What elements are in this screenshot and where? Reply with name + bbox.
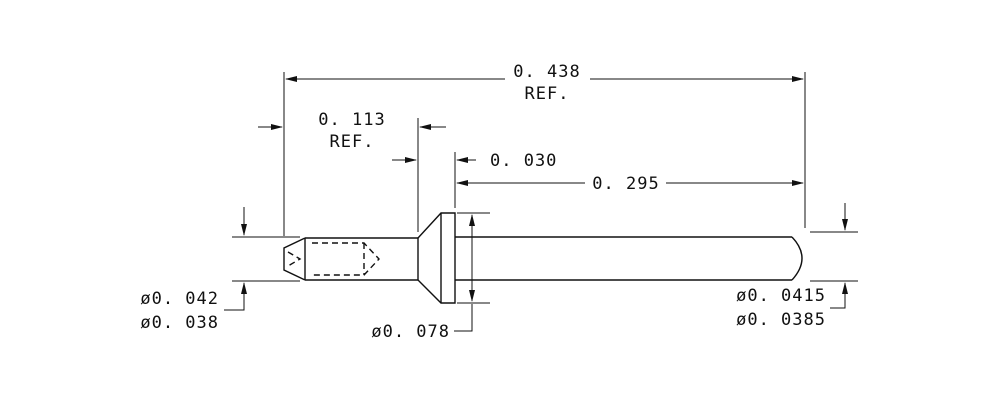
arrow-tail-left — [456, 180, 468, 186]
dimension-lines — [224, 76, 848, 332]
hidden-tip — [287, 251, 302, 267]
tail-diameter-max: ø0. 0415 — [736, 286, 826, 306]
dimension-text: 0. 438 REF. 0. 113 REF. 0. 030 0. 295 ø0… — [140, 62, 826, 342]
arrow-flangedia-bottom — [469, 290, 475, 302]
arrow-front-left — [271, 124, 283, 130]
arrow-front-right — [419, 124, 431, 130]
tip-chamfer — [283, 237, 306, 281]
leader-tipdia — [224, 283, 245, 311]
flange-diameter-value: ø0. 078 — [371, 322, 450, 342]
arrow-flange-right — [456, 157, 468, 163]
arrow-taildia-top — [842, 219, 848, 231]
hidden-hole — [312, 242, 380, 276]
arrow-tail-right — [792, 180, 804, 186]
tip-diameter-min: ø0. 038 — [140, 313, 219, 333]
flange — [417, 212, 456, 304]
arrow-tipdia-top — [241, 224, 247, 236]
arrow-flangedia-top — [469, 214, 475, 226]
overall-length-note: REF. — [525, 84, 570, 104]
tip-diameter-max: ø0. 042 — [140, 289, 219, 309]
tail-diameter-min: ø0. 0385 — [736, 310, 826, 330]
tail-length-value: 0. 295 — [592, 174, 659, 194]
arrow-overall-right — [792, 76, 804, 82]
overall-length-value: 0. 438 — [513, 62, 580, 82]
arrow-flange-left — [405, 157, 417, 163]
front-length-value: 0. 113 — [318, 110, 385, 130]
leader-flangedia — [454, 304, 473, 332]
pin-outline — [283, 212, 803, 304]
tail-rounded-end — [791, 236, 803, 281]
flange-thickness-value: 0. 030 — [490, 151, 557, 171]
leader-taildia — [830, 283, 846, 309]
arrow-overall-left — [285, 76, 297, 82]
front-length-note: REF. — [330, 132, 375, 152]
extension-lines — [232, 72, 858, 304]
